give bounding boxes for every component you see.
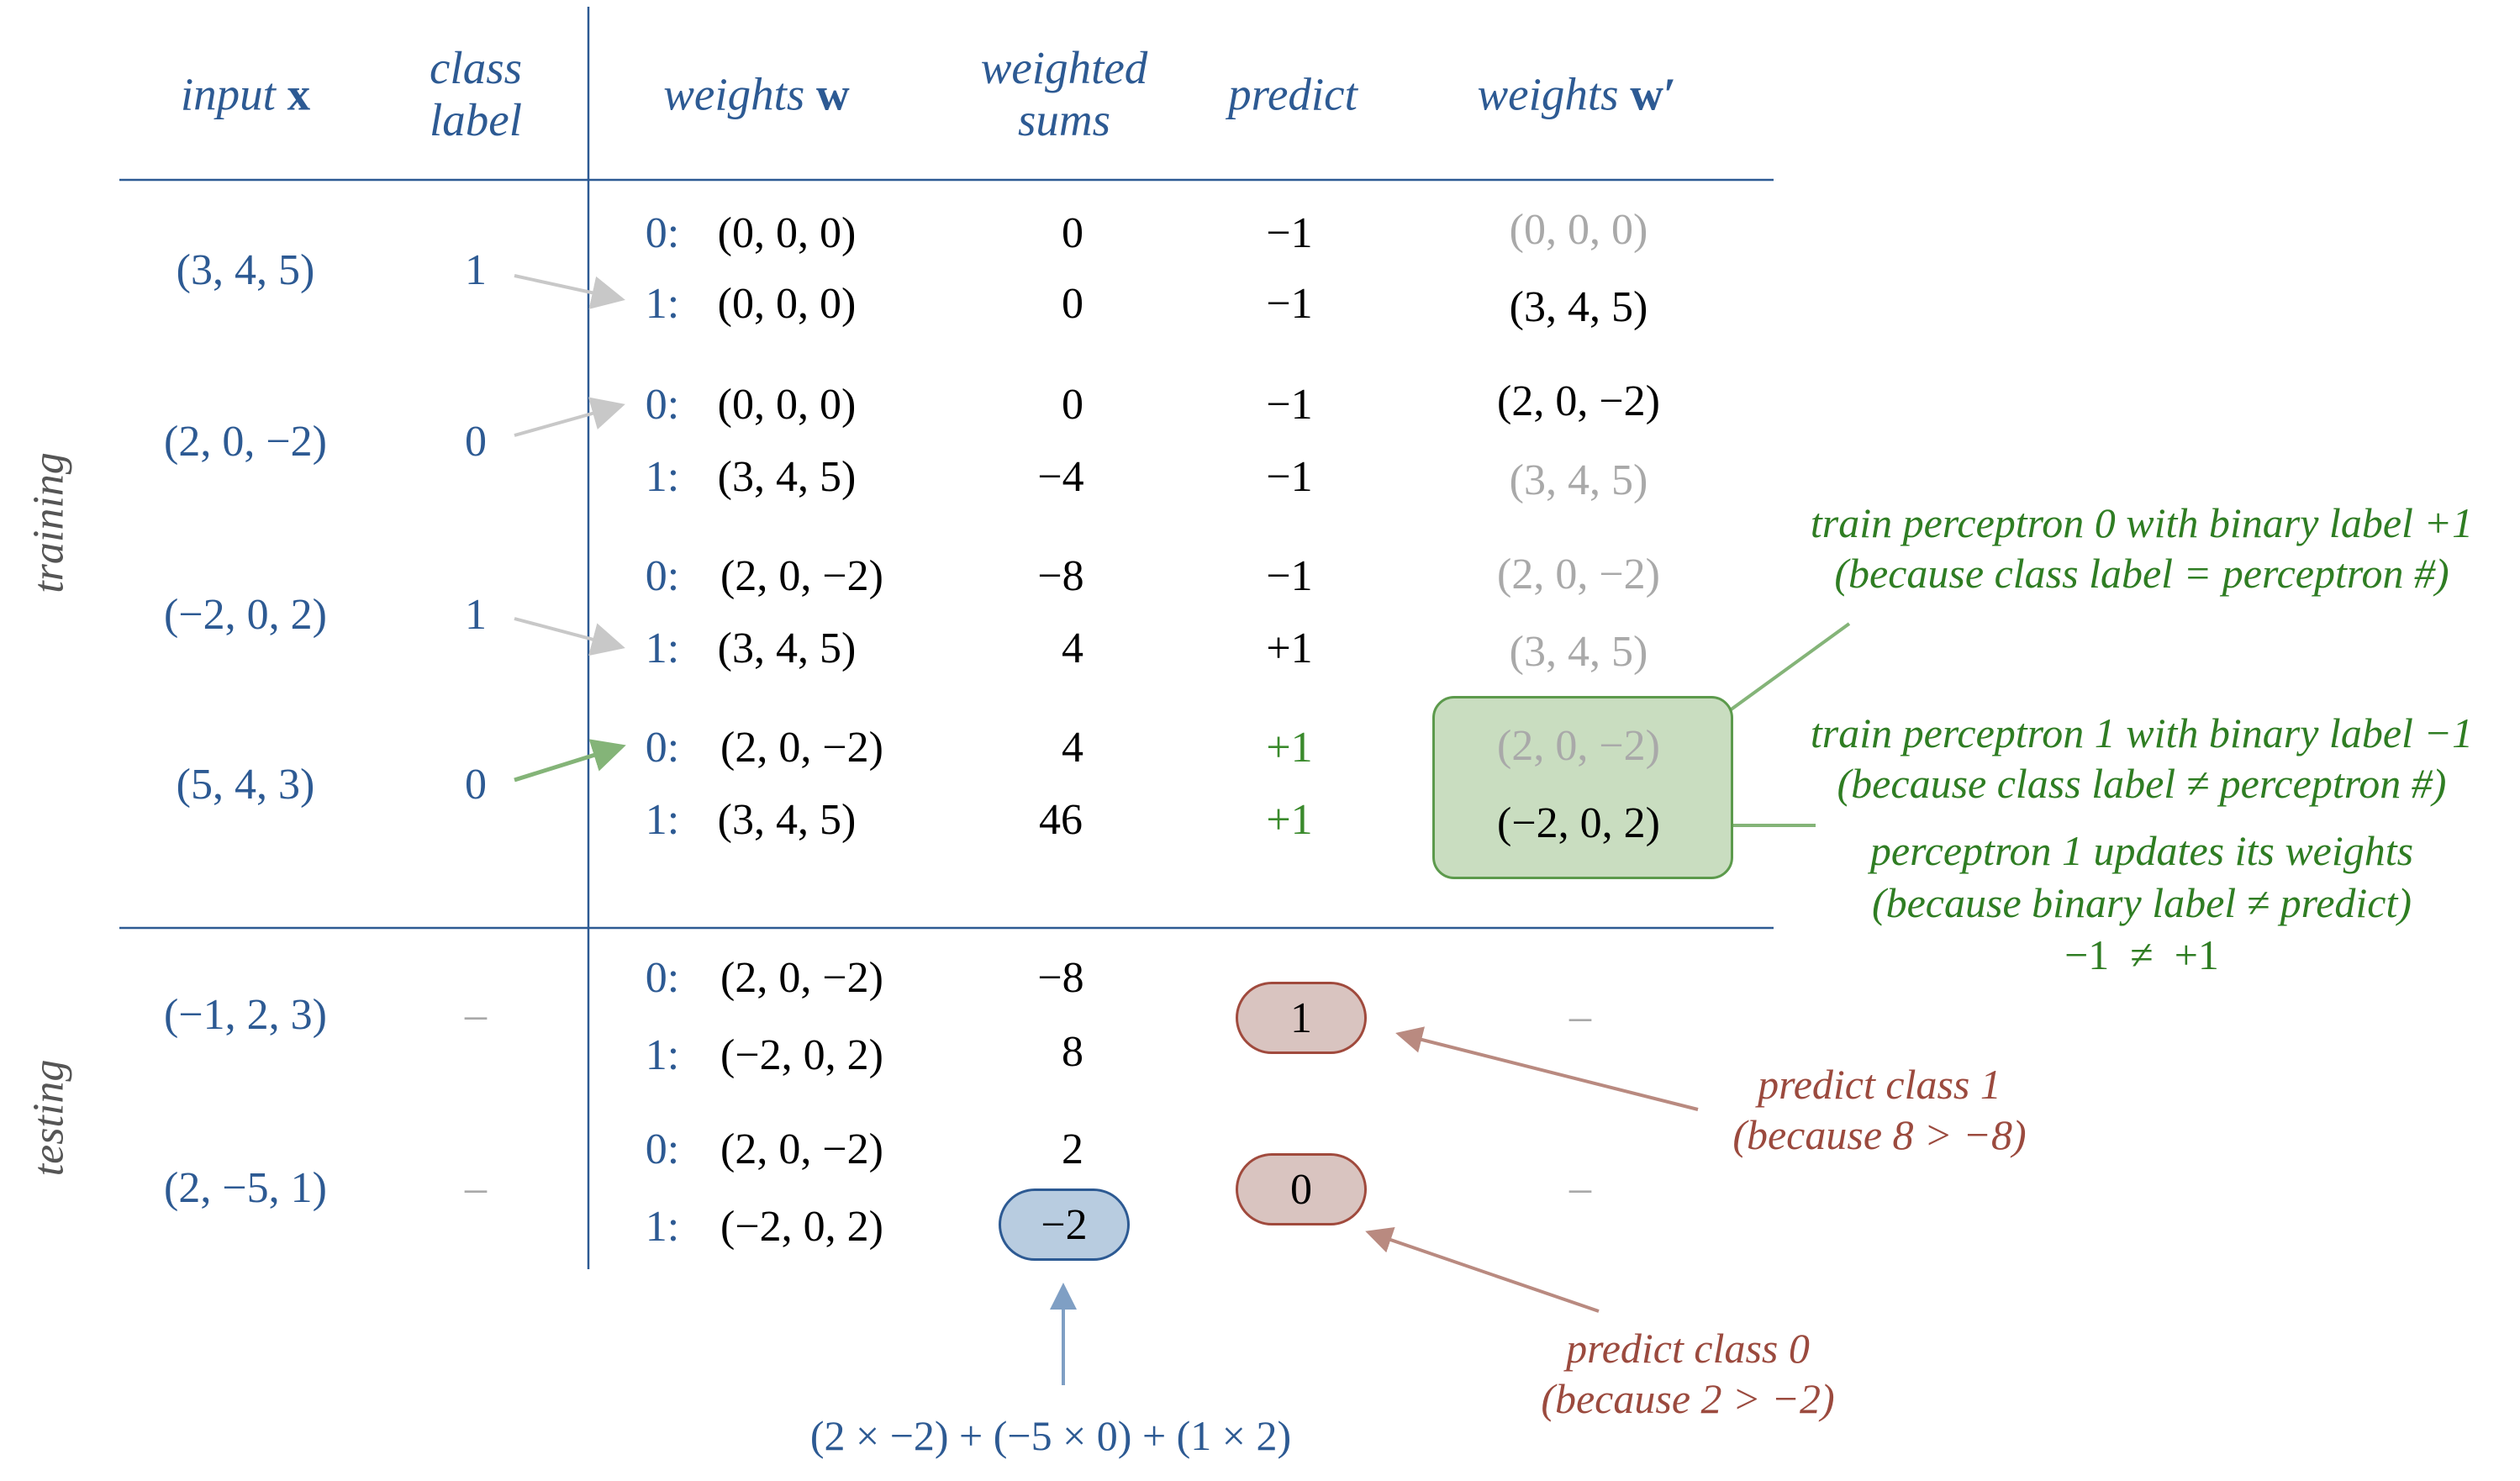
train-label-4: 0 (465, 761, 487, 809)
annotation-pred1-line2: (because 8 > −8) (1732, 1111, 2027, 1158)
updated-weights: (2, 0, −2) (1497, 377, 1660, 425)
update-highlight-box (1432, 696, 1733, 879)
pred0-arrow (1365, 1226, 1600, 1313)
label-arrow-1 (514, 274, 625, 309)
weights-vector: (2, 0, −2) (720, 724, 883, 772)
predicted-class-pill: 1 (1236, 982, 1367, 1054)
test-wprime-1: – (1569, 993, 1591, 1041)
test-label-1: – (465, 991, 487, 1039)
perceptron-index: 0: (645, 724, 680, 772)
weighted-sum: 0 (1062, 209, 1083, 257)
prediction: −1 (1266, 453, 1313, 501)
test-input-1: (−1, 2, 3) (164, 991, 327, 1039)
annotation-train0-line2: (because class label = perceptron #) (1834, 550, 2449, 597)
weighted-sum: 4 (1062, 625, 1083, 672)
prediction: −1 (1266, 209, 1313, 257)
train-input-3: (−2, 0, 2) (164, 591, 327, 639)
updated-weights: (−2, 0, 2) (1497, 799, 1660, 847)
annotation-train1-line1: train perceptron 1 with binary label −1 (1810, 709, 2474, 756)
weights-vector: (3, 4, 5) (717, 625, 857, 672)
perceptron-index: 1: (645, 625, 680, 672)
perceptron-index: 1: (645, 796, 680, 844)
train-input-1: (3, 4, 5) (176, 246, 315, 294)
weights-vector: (3, 4, 5) (717, 796, 857, 844)
annotation-train0-line1: train perceptron 0 with binary label +1 (1810, 499, 2474, 546)
annotation-update-line2: (because binary label ≠ predict) (1871, 879, 2412, 926)
weights-vector: (−2, 0, 2) (720, 1203, 883, 1251)
label-arrow-2 (514, 397, 625, 437)
annotation-train1-line2: (because class label ≠ perceptron #) (1837, 760, 2447, 807)
test-label-2: – (465, 1164, 487, 1212)
train-label-2: 0 (465, 418, 487, 466)
weighted-sum-pill: −2 (999, 1188, 1130, 1261)
weighted-sum: 2 (1062, 1125, 1083, 1173)
prediction: −1 (1266, 381, 1313, 429)
weights-vector: (2, 0, −2) (720, 954, 883, 1002)
pred1-arrow (1395, 1026, 1699, 1111)
label-arrow-4 (514, 739, 626, 783)
header-weights-prime: weights w′ (1477, 68, 1677, 120)
header-input: input x (180, 68, 311, 120)
updated-weights: (3, 4, 5) (1509, 628, 1648, 676)
annotation-update-line3: −1 ≠ +1 (2064, 931, 2219, 978)
weighted-sum: 0 (1062, 280, 1083, 328)
perceptron-index: 0: (645, 552, 680, 600)
prediction: +1 (1266, 724, 1313, 772)
annotation-update-line1: perceptron 1 updates its weights (1869, 827, 2414, 874)
train-label-1: 1 (465, 246, 487, 294)
train-label-3: 1 (465, 591, 487, 639)
updated-weights: (3, 4, 5) (1509, 456, 1648, 504)
weighted-sum: 46 (1039, 796, 1083, 844)
prediction: +1 (1266, 796, 1313, 844)
weights-vector: (2, 0, −2) (720, 552, 883, 600)
label-arrow-3 (514, 617, 625, 656)
train-input-2: (2, 0, −2) (164, 418, 327, 466)
header-predict: predict (1228, 68, 1358, 120)
weights-vector: (−2, 0, 2) (720, 1031, 883, 1079)
weighted-sum: 0 (1062, 381, 1083, 429)
weights-vector: (0, 0, 0) (717, 381, 857, 429)
perceptron-index: 1: (645, 1203, 680, 1251)
weights-vector: (2, 0, −2) (720, 1125, 883, 1173)
perceptron-index: 1: (645, 453, 680, 501)
prediction: +1 (1266, 625, 1313, 672)
side-label-testing: testing (24, 1059, 73, 1177)
prediction: −1 (1266, 280, 1313, 328)
annotation-pred0-line2: (because 2 > −2) (1541, 1375, 1835, 1422)
perceptron-index: 1: (645, 280, 680, 328)
updated-weights: (2, 0, −2) (1497, 722, 1660, 770)
annotation-pred1-line1: predict class 1 (1758, 1061, 2001, 1108)
test-input-2: (2, −5, 1) (164, 1164, 327, 1212)
perceptron-index: 0: (645, 209, 680, 257)
perceptron-index: 0: (645, 381, 680, 429)
perceptron-index: 0: (645, 954, 680, 1002)
weights-vector: (0, 0, 0) (717, 209, 857, 257)
side-label-training: training (24, 452, 73, 593)
weighted-sum: −8 (1037, 552, 1084, 600)
perceptron-index: 0: (645, 1125, 680, 1173)
weighted-sum-formula: (2 × −2) + (−5 × 0) + (1 × 2) (809, 1412, 1292, 1459)
weights-vector: (0, 0, 0) (717, 280, 857, 328)
weighted-sum: −8 (1037, 954, 1084, 1002)
weighted-sum: 8 (1062, 1028, 1083, 1076)
weights-vector: (3, 4, 5) (717, 453, 857, 501)
test-wprime-2: – (1569, 1164, 1591, 1212)
prediction: −1 (1266, 552, 1313, 600)
annotation-pred0-line1: predict class 0 (1566, 1325, 1810, 1372)
perceptron-index: 1: (645, 1031, 680, 1079)
weighted-sum: −4 (1037, 453, 1084, 501)
updated-weights: (2, 0, −2) (1497, 551, 1660, 598)
updated-weights: (3, 4, 5) (1509, 283, 1648, 331)
weighted-sum: 4 (1062, 724, 1083, 772)
predicted-class-pill: 0 (1236, 1153, 1367, 1225)
updated-weights: (0, 0, 0) (1509, 206, 1648, 254)
header-weights: weights w (663, 68, 850, 120)
train-input-4: (5, 4, 3) (176, 761, 315, 809)
